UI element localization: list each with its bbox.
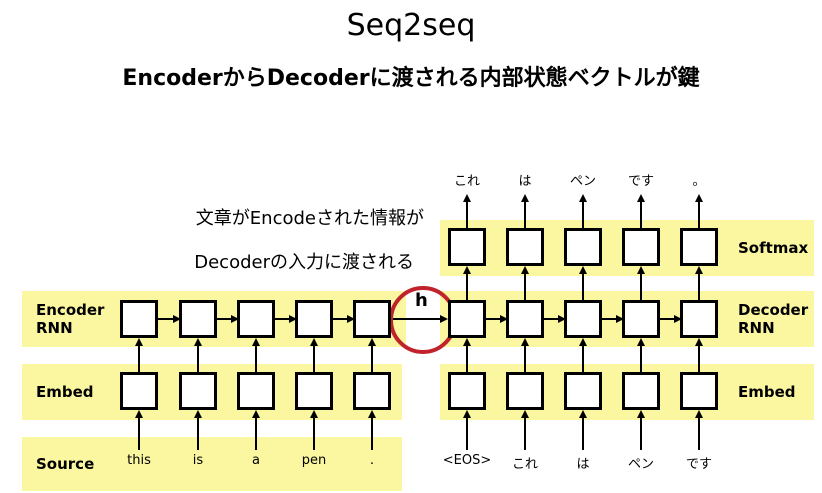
decoder-embed-cell bbox=[622, 372, 660, 410]
decoder-rnn-cell bbox=[506, 300, 544, 338]
decoder-output-token: です bbox=[627, 174, 654, 189]
decoder-rnn-cell bbox=[680, 300, 718, 338]
source-token: is bbox=[192, 453, 204, 468]
decoder-output-token: 。 bbox=[692, 174, 706, 189]
decoder-input-token: ペン bbox=[627, 457, 654, 472]
encoder-embed-cell bbox=[237, 372, 275, 410]
decoder-softmax-cell bbox=[506, 228, 544, 266]
decoder-embed-cell bbox=[680, 372, 718, 410]
decoder-input-token: です bbox=[685, 457, 712, 472]
decoder-rnn-cell bbox=[448, 300, 486, 338]
decoder-input-token: は bbox=[576, 457, 590, 472]
source-token: a bbox=[252, 453, 260, 468]
decoder-embed-label: Embed bbox=[738, 383, 796, 401]
decoder-output-token: ペン bbox=[569, 174, 596, 189]
encoder-embed-cell bbox=[295, 372, 333, 410]
source-label: Source bbox=[36, 455, 95, 473]
decoder-softmax-cell bbox=[622, 228, 660, 266]
encoder-embed-cell bbox=[120, 372, 158, 410]
encoder-rnn-label-line1: Encoder bbox=[36, 301, 105, 319]
decoder-rnn-cell bbox=[622, 300, 660, 338]
diagram-title: Seq2seq bbox=[346, 8, 476, 43]
source-band bbox=[22, 437, 402, 491]
decoder-softmax-cell bbox=[564, 228, 602, 266]
source-token: pen bbox=[301, 453, 327, 468]
decoder-rnn-label-line1: Decoder bbox=[738, 301, 809, 319]
encoder-rnn-label-line2: RNN bbox=[36, 319, 73, 337]
encoder-rnn-cell bbox=[237, 300, 275, 338]
encoder-rnn-cell bbox=[353, 300, 391, 338]
softmax-label: Softmax bbox=[738, 239, 809, 257]
decoder-softmax-cell bbox=[448, 228, 486, 266]
decoder-output-token: は bbox=[518, 174, 532, 189]
hidden-state-label: h bbox=[415, 290, 428, 311]
decoder-rnn-label-line2: RNN bbox=[738, 319, 775, 337]
source-token: this bbox=[127, 453, 151, 468]
diagram-subtitle: EncoderからDecoderに渡される内部状態ベクトルが鍵 bbox=[122, 66, 700, 91]
encoder-rnn-cell bbox=[295, 300, 333, 338]
encoder-embed-cell bbox=[353, 372, 391, 410]
decoder-embed-cell bbox=[448, 372, 486, 410]
note-line-1: 文章がEncodeされた情報が bbox=[195, 208, 424, 229]
decoder-input-token: これ bbox=[511, 457, 538, 472]
encoder-rnn-cell bbox=[179, 300, 217, 338]
encoder-embed-label: Embed bbox=[36, 383, 94, 401]
encoder-rnn-label: Encoder RNN bbox=[36, 301, 104, 337]
decoder-softmax-cell bbox=[680, 228, 718, 266]
encoder-rnn-cell bbox=[120, 300, 158, 338]
decoder-embed-cell bbox=[564, 372, 602, 410]
note-line-2: Decoderの入力に渡される bbox=[194, 252, 414, 273]
encoder-embed-cell bbox=[179, 372, 217, 410]
decoder-output-token: これ bbox=[453, 174, 480, 189]
source-token: . bbox=[369, 453, 375, 468]
decoder-embed-cell bbox=[506, 372, 544, 410]
decoder-input-token: <EOS> bbox=[442, 453, 492, 468]
decoder-rnn-cell bbox=[564, 300, 602, 338]
decoder-rnn-label: Decoder RNN bbox=[738, 301, 808, 337]
